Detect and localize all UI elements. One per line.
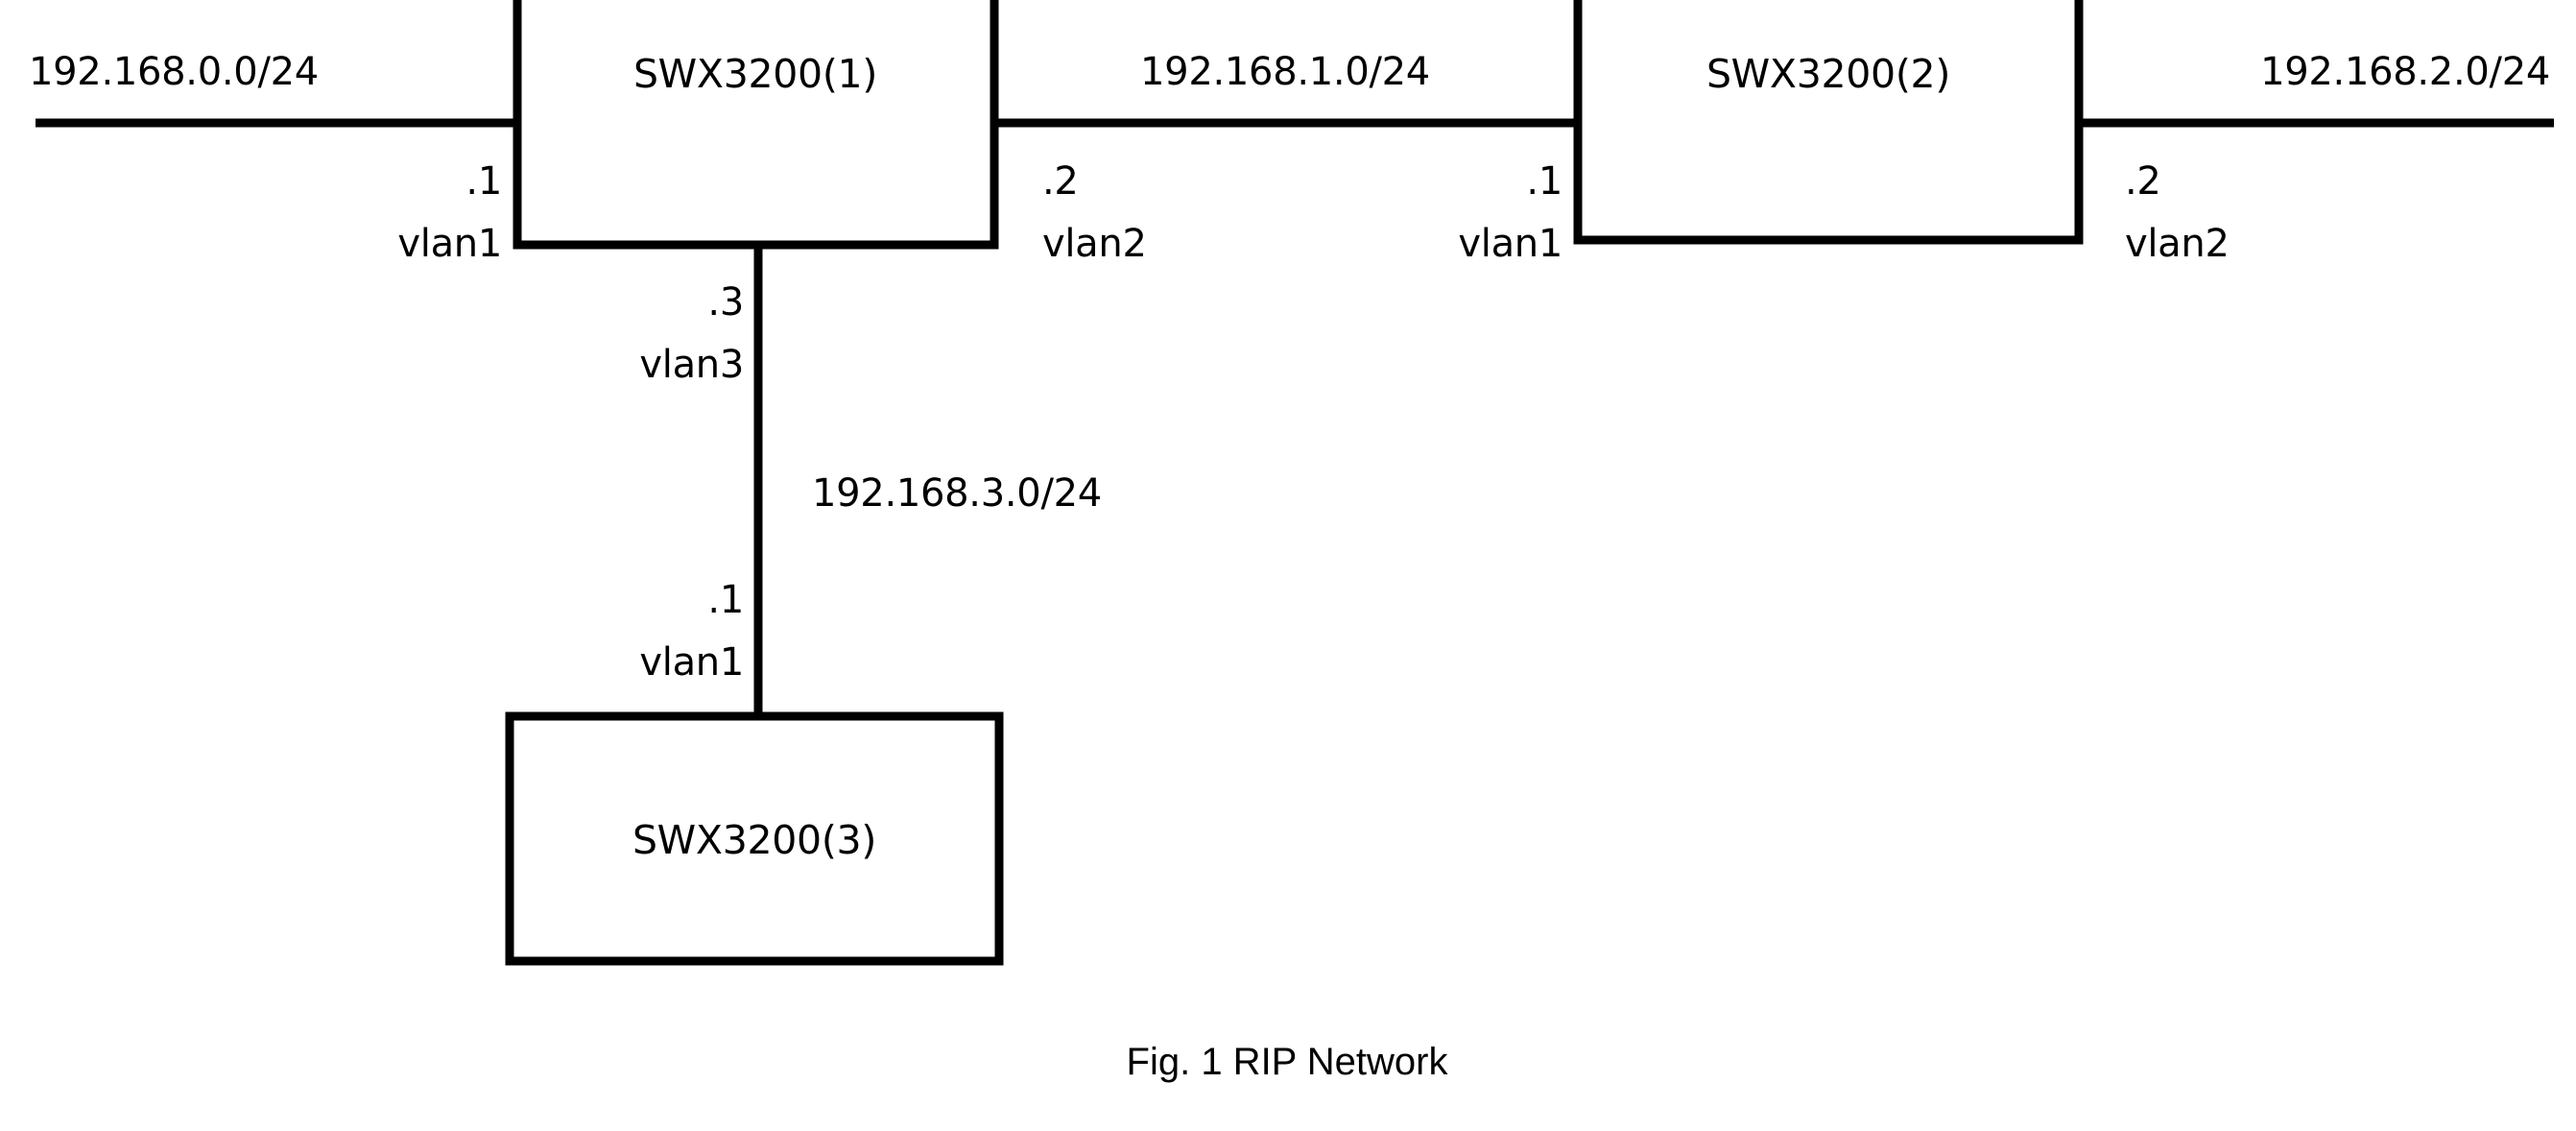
interface-host-swx2-left: .1 [1526, 159, 1562, 204]
interface-vlan-swx1-right: vlan2 [1042, 222, 1147, 266]
device-box-swx3200-1[interactable] [513, 0, 999, 250]
interface-host-swx3-top: .1 [707, 578, 744, 622]
device-box-swx3200-3[interactable] [505, 711, 1004, 966]
network-label-192-168-0-0-24: 192.168.0.0/24 [29, 50, 319, 94]
network-label-192-168-3-0-24: 192.168.3.0/24 [812, 471, 1102, 516]
device-label-swx3200-2: SWX3200(2) [1706, 51, 1950, 97]
interface-host-swx1-bottom: .3 [707, 280, 744, 325]
interface-host-swx1-right: .2 [1042, 159, 1079, 204]
device-label-swx3200-1: SWX3200(1) [633, 51, 877, 97]
interface-host-swx1-left: .1 [465, 159, 502, 204]
device-box-swx3200-2[interactable] [1573, 0, 2084, 245]
device-label-group: SWX3200(1) SWX3200(2) SWX3200(3) [632, 51, 1950, 863]
interface-vlan-swx2-right: vlan2 [2125, 222, 2230, 266]
interface-vlan-swx2-left: vlan1 [1458, 222, 1562, 266]
device-label-swx3200-3: SWX3200(3) [632, 817, 876, 863]
interface-vlan-swx3-top: vlan1 [639, 640, 744, 685]
interface-host-swx2-right: .2 [2125, 159, 2161, 204]
network-label-192-168-1-0-24: 192.168.1.0/24 [1140, 50, 1430, 94]
link-group [36, 118, 2554, 717]
network-label-192-168-2-0-24: 192.168.2.0/24 [2260, 50, 2550, 94]
figure-caption: Fig. 1 RIP Network [1127, 1041, 1449, 1083]
interface-label-group: .1 vlan1 .2 vlan2 .3 vlan3 .1 vlan1 .2 v… [397, 159, 2230, 685]
network-label-group: 192.168.0.0/24 192.168.1.0/24 192.168.2.… [29, 50, 2550, 516]
interface-vlan-swx1-left: vlan1 [397, 222, 502, 266]
interface-vlan-swx1-bottom: vlan3 [639, 343, 744, 387]
device-group [505, 0, 2084, 966]
